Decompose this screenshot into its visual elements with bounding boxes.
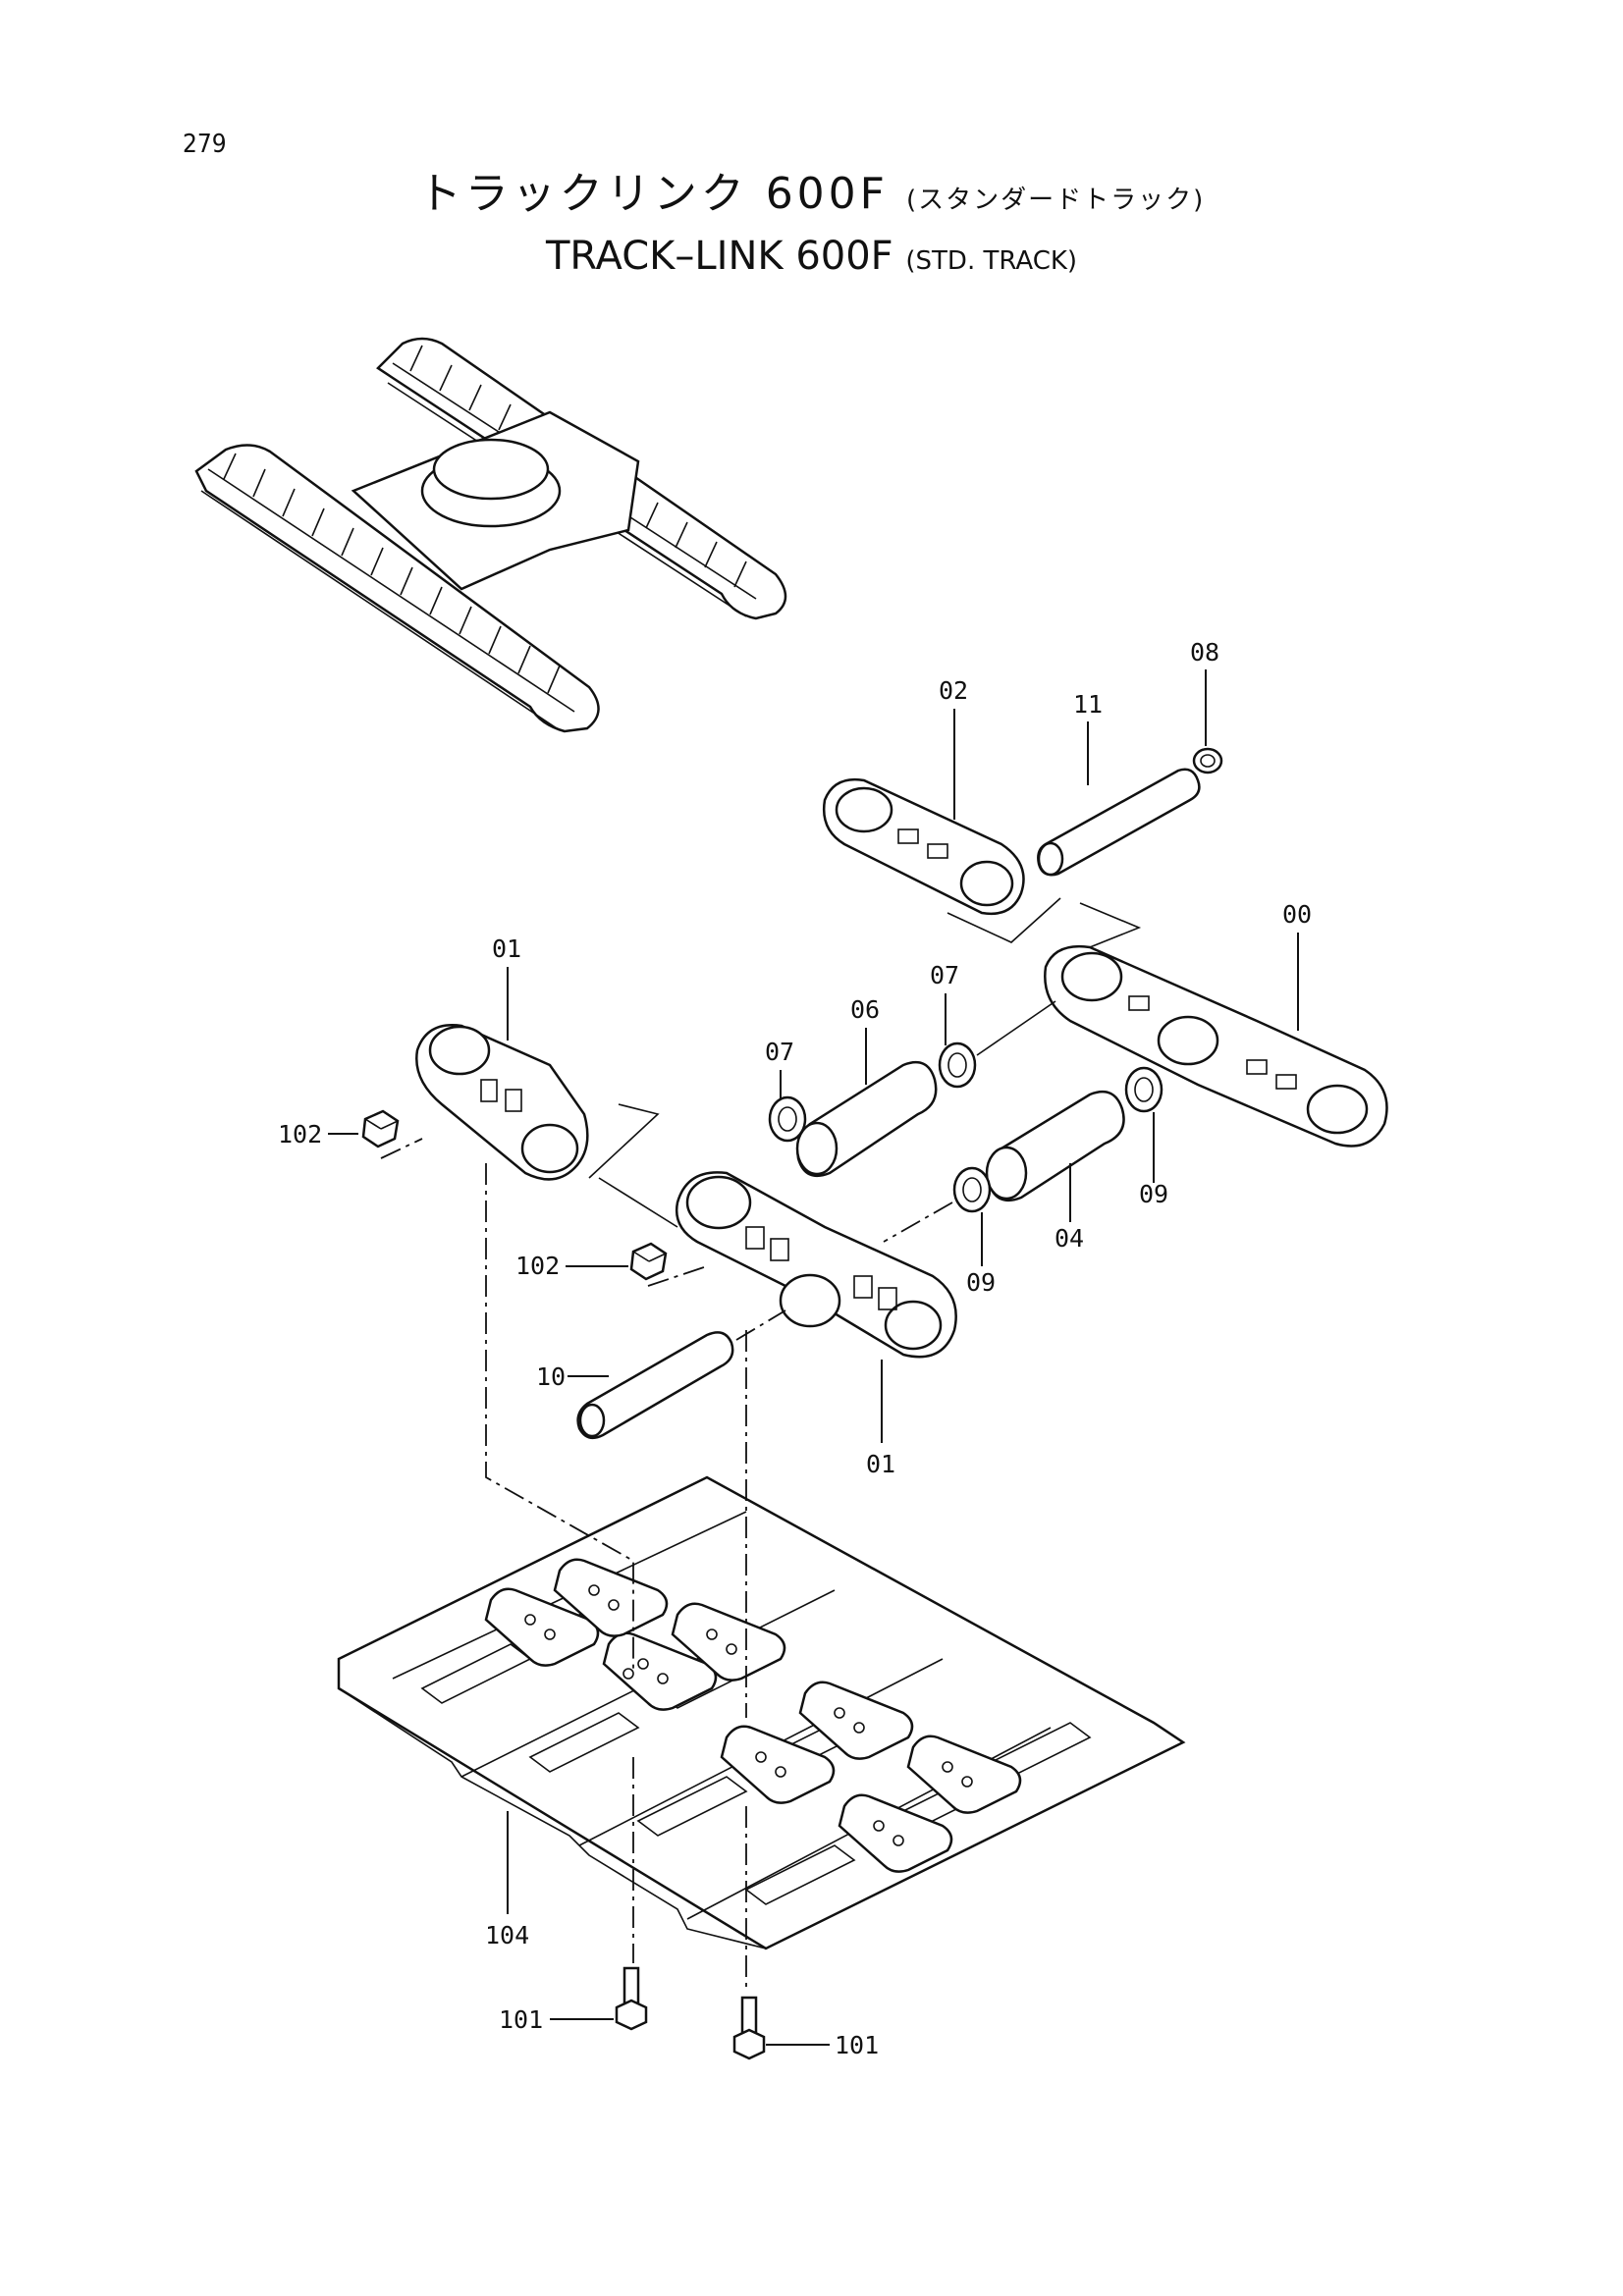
- callout-07-right: 07: [930, 961, 959, 989]
- track-pin-10: [576, 1331, 734, 1440]
- seal-07-left: [768, 1095, 807, 1143]
- bushing-04: [985, 1090, 1125, 1202]
- title-english: TRACK–LINK 600F (STD. TRACK): [0, 230, 1623, 288]
- callout-01-lower: 01: [866, 1450, 895, 1478]
- link-02-shadow: [947, 897, 1061, 943]
- callout-06: 06: [850, 995, 880, 1024]
- nut-102-lower: [629, 1242, 668, 1281]
- callout-10: 10: [536, 1362, 566, 1391]
- callout-09-right: 09: [1139, 1180, 1168, 1208]
- seal-09-left: [952, 1166, 992, 1213]
- link-01-shadow-b: [598, 1177, 678, 1228]
- title-jp-main: トラックリンク 600F: [417, 169, 889, 219]
- title-jp-sub: (スタンダードトラック): [905, 186, 1206, 215]
- title-en-main: TRACK–LINK 600F: [545, 234, 893, 279]
- callout-11: 11: [1073, 690, 1103, 719]
- snap-ring-08: [1192, 747, 1223, 774]
- callout-labels: 08 02 11 00 01 07 06 07 102 09 04 102 09…: [278, 638, 1312, 2059]
- callout-07-left: 07: [765, 1038, 794, 1066]
- title-en-sub: (STD. TRACK): [905, 246, 1078, 276]
- callout-00: 00: [1282, 900, 1312, 929]
- page-number: 279: [183, 130, 227, 159]
- callout-08: 08: [1190, 638, 1219, 667]
- callout-101-left: 101: [499, 2005, 543, 2034]
- callout-102-lower: 102: [515, 1252, 560, 1280]
- seal-07-right: [938, 1041, 977, 1089]
- track-link-01-left: [415, 1024, 589, 1181]
- undercarriage-illustration: [194, 337, 787, 733]
- title-block: トラックリンク 600F (スタンダードトラック) TRACK–LINK 600…: [0, 167, 1623, 288]
- track-pin-11: [1037, 768, 1201, 877]
- track-link-02: [822, 777, 1025, 916]
- track-link-00: [1044, 944, 1388, 1148]
- leader-07-right: [976, 1000, 1056, 1056]
- bushing-06: [795, 1060, 938, 1178]
- callout-101-right: 101: [835, 2031, 879, 2059]
- callout-04: 04: [1055, 1224, 1084, 1253]
- callout-09-left: 09: [966, 1268, 996, 1297]
- link-01-shadow: [588, 1103, 660, 1179]
- bolt-101-left: [615, 1966, 648, 2031]
- nut-102-upper: [361, 1109, 400, 1148]
- bolt-101-right: [732, 1996, 766, 2060]
- track-shoe-104: [337, 1475, 1186, 1950]
- title-japanese: トラックリンク 600F (スタンダードトラック): [0, 167, 1623, 228]
- callout-02: 02: [939, 676, 968, 705]
- callout-102-upper: 102: [278, 1120, 322, 1148]
- track-link-01-middle: [675, 1171, 957, 1359]
- seal-09-right: [1124, 1066, 1163, 1113]
- leader-lines: [328, 669, 1299, 2046]
- callout-01-upper: 01: [492, 934, 521, 963]
- assembly-lines: [380, 1138, 747, 1993]
- link-02-shadow-b: [1079, 902, 1142, 948]
- callout-104: 104: [485, 1921, 529, 1949]
- leader-09-left: [883, 1201, 953, 1243]
- leader-pin-10: [735, 1309, 786, 1341]
